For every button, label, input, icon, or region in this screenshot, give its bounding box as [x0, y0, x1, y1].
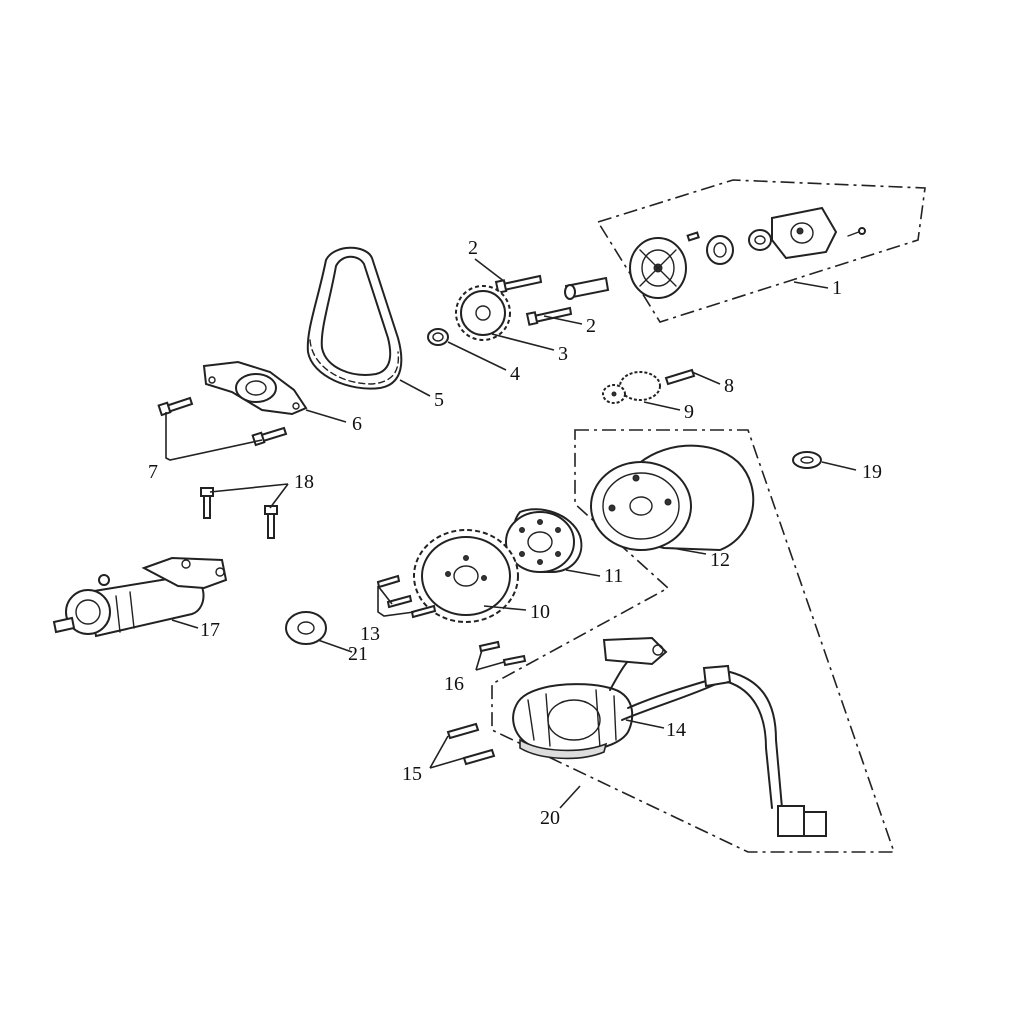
callout-8: 8 — [724, 375, 734, 397]
part-6-guide-plate — [202, 360, 308, 416]
part-12-flywheel-rotor — [590, 444, 755, 552]
part-16-screws — [478, 640, 527, 667]
callout-19: 19 — [862, 461, 882, 483]
callout-6: 6 — [352, 413, 362, 435]
callout-4: 4 — [510, 363, 520, 385]
part-1-starter-clutch-assembly — [629, 206, 866, 299]
callout-3: 3 — [558, 343, 568, 365]
callout-12: 12 — [710, 549, 730, 571]
callout-15: 15 — [402, 763, 422, 785]
callout-2-lower: 2 — [586, 315, 596, 337]
callout-16: 16 — [444, 673, 464, 695]
part-4-washer — [427, 328, 449, 346]
part-5-chain — [306, 246, 403, 390]
part-13-bolts — [376, 574, 437, 619]
part-21-washer — [285, 611, 327, 645]
part-shaft-small — [564, 276, 610, 300]
part-10-driven-gear — [413, 529, 519, 623]
part-19-nut — [792, 451, 822, 469]
callout-5: 5 — [434, 389, 444, 411]
callout-13: 13 — [360, 623, 380, 645]
part-7-bolt-b — [251, 426, 288, 447]
callout-2-upper: 2 — [468, 237, 478, 259]
part-11-starter-clutch — [505, 508, 583, 573]
part-9-idle-gear — [602, 371, 661, 404]
callout-11: 11 — [604, 565, 623, 587]
callout-17: 17 — [200, 619, 220, 641]
part-3-sprocket — [455, 285, 511, 341]
callout-21: 21 — [348, 643, 368, 665]
callout-1: 1 — [832, 277, 842, 299]
part-15-bolts — [446, 722, 496, 766]
callout-10: 10 — [530, 601, 550, 623]
part-18-bolt-right — [264, 505, 278, 539]
part-14-stator — [512, 636, 827, 837]
callout-9: 9 — [684, 401, 694, 423]
callout-labels: 2 2 1 3 4 5 6 7 8 9 19 18 12 11 10 13 17… — [148, 237, 882, 829]
callout-18: 18 — [294, 471, 314, 493]
part-17-starter-motor — [52, 556, 228, 638]
callout-20: 20 — [540, 807, 560, 829]
part-2-bolt-upper — [494, 274, 543, 294]
part-7-bolt-a — [157, 396, 194, 417]
part-2-bolt-lower — [525, 306, 573, 326]
leader-lines — [165, 258, 857, 809]
callout-14: 14 — [666, 719, 686, 741]
callout-7: 7 — [148, 461, 158, 483]
group-1-boundary — [597, 179, 926, 323]
part-8-pin — [664, 368, 696, 386]
